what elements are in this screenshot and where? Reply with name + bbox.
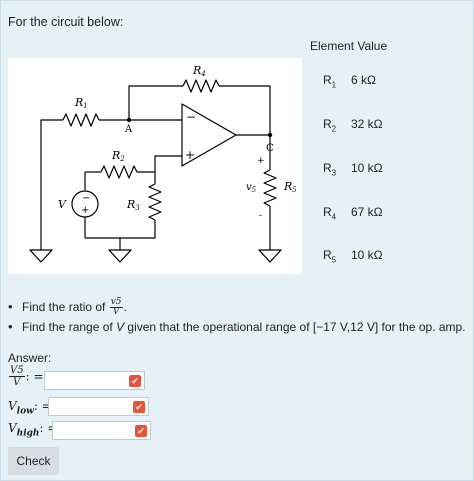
wire-feedback-left <box>128 85 183 120</box>
resistor-r2 <box>100 165 138 179</box>
wire-left-ground <box>40 119 63 250</box>
vlow-label: Vlow: = <box>8 399 52 417</box>
error-icon: ✔ <box>129 375 141 387</box>
resistor-r1 <box>62 113 100 127</box>
vhigh-label: Vhigh: = <box>8 421 58 439</box>
element-name: R1 <box>323 73 337 90</box>
vhigh-input[interactable] <box>52 421 151 440</box>
element-value: 32 kΩ <box>351 117 383 131</box>
output-plus-sign: + <box>257 156 265 166</box>
element-name: R2 <box>323 117 337 134</box>
label-source-v: V <box>58 198 67 211</box>
wire-feedback-right <box>219 85 271 134</box>
ground-mid <box>108 249 132 263</box>
output-minus-sign: - <box>259 211 262 221</box>
answer-label: Answer: <box>8 351 52 365</box>
label-r3: R3 <box>126 198 140 212</box>
label-r4: R4 <box>192 64 206 78</box>
element-value: 6 kΩ <box>351 73 376 87</box>
ratio-input[interactable] <box>44 371 145 390</box>
question-list: Find the ratio of v5V. Find the range of… <box>8 297 466 337</box>
element-value-heading: Element Value <box>310 39 388 53</box>
error-icon: ✔ <box>133 401 145 413</box>
check-button[interactable]: Check <box>8 447 59 475</box>
resistor-r4 <box>182 79 220 93</box>
circuit-svg: R4 R1 R2 R3 R5 V v5 A C − + − + + - <box>29 64 297 263</box>
wire-r2-right <box>137 171 156 184</box>
question-ratio: Find the ratio of v5V. <box>8 297 466 317</box>
intro-text: For the circuit below: <box>8 15 124 29</box>
wire-r3-down <box>85 220 156 239</box>
answer-row-vlow: Vlow: = ✔ <box>8 397 158 419</box>
node-c-dot <box>267 132 273 138</box>
element-value: 67 kΩ <box>351 205 383 219</box>
element-name: R3 <box>323 161 337 178</box>
source-minus-sign: − <box>82 193 90 204</box>
element-value: 10 kΩ <box>351 161 383 175</box>
element-name: R5 <box>323 248 337 265</box>
resistor-r5 <box>263 169 277 207</box>
element-value: 10 kΩ <box>351 248 383 262</box>
ground-right <box>258 249 282 263</box>
label-r2: R2 <box>111 149 125 163</box>
opamp-triangle <box>181 103 237 167</box>
label-r5: R5 <box>283 180 297 194</box>
label-v5: v5 <box>246 182 257 194</box>
wire-plus-input <box>154 155 182 172</box>
opamp-minus-sign: − <box>186 110 196 124</box>
circuit-diagram: R4 R1 R2 R3 R5 V v5 A C − + − + + - <box>8 58 302 274</box>
opamp-plus-sign: + <box>185 148 195 162</box>
resistor-r3 <box>148 183 162 221</box>
error-icon: ✔ <box>135 425 147 437</box>
label-node-a: A <box>124 124 133 135</box>
element-name: R4 <box>323 205 337 222</box>
question-range: Find the range of V given that the opera… <box>8 317 466 337</box>
ground-left <box>29 249 53 263</box>
label-r1: R1 <box>74 96 88 110</box>
node-a-dot <box>126 117 132 123</box>
label-node-c: C <box>266 143 274 154</box>
source-plus-sign: + <box>81 205 89 216</box>
vlow-input[interactable] <box>48 397 149 416</box>
answer-row-vhigh: Vhigh: = ✔ <box>8 421 158 443</box>
